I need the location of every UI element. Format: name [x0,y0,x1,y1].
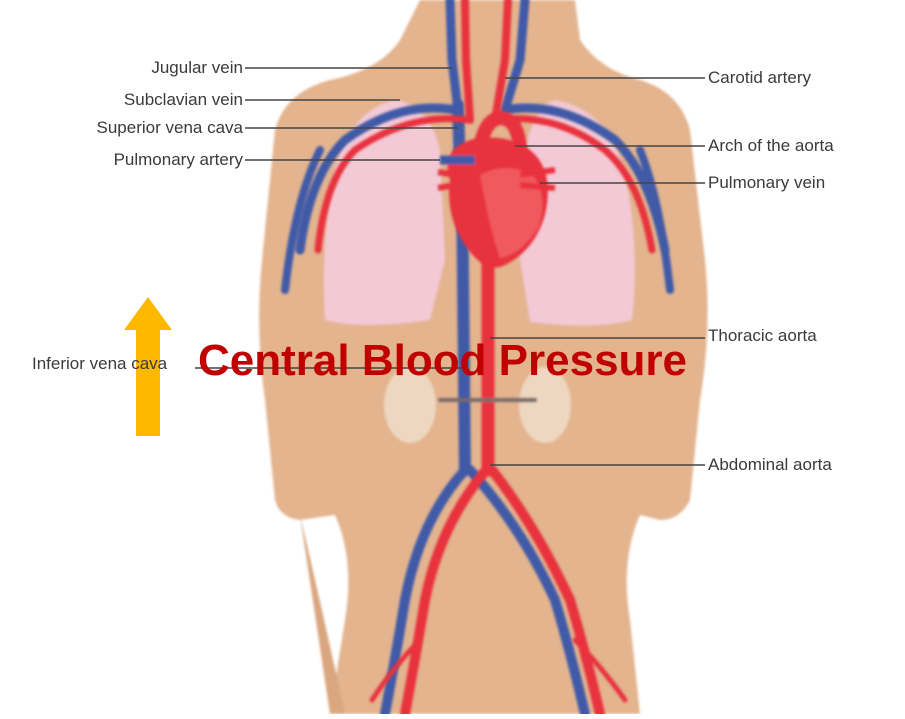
label-pulmonary-artery: Pulmonary artery [114,150,243,170]
central-blood-pressure-title: Central Blood Pressure [198,335,687,387]
label-jugular-vein: Jugular vein [151,58,243,78]
label-superior-vena-cava: Superior vena cava [97,118,243,138]
label-abdominal-aorta: Abdominal aorta [708,455,832,475]
label-subclavian-vein: Subclavian vein [124,90,243,110]
label-arch-of-aorta: Arch of the aorta [708,136,834,156]
label-thoracic-aorta: Thoracic aorta [708,326,817,346]
label-pulmonary-vein: Pulmonary vein [708,173,825,193]
label-inferior-vena-cava: Inferior vena cava [32,354,167,374]
carotid-artery-left [465,0,470,120]
label-carotid-artery: Carotid artery [708,68,811,88]
